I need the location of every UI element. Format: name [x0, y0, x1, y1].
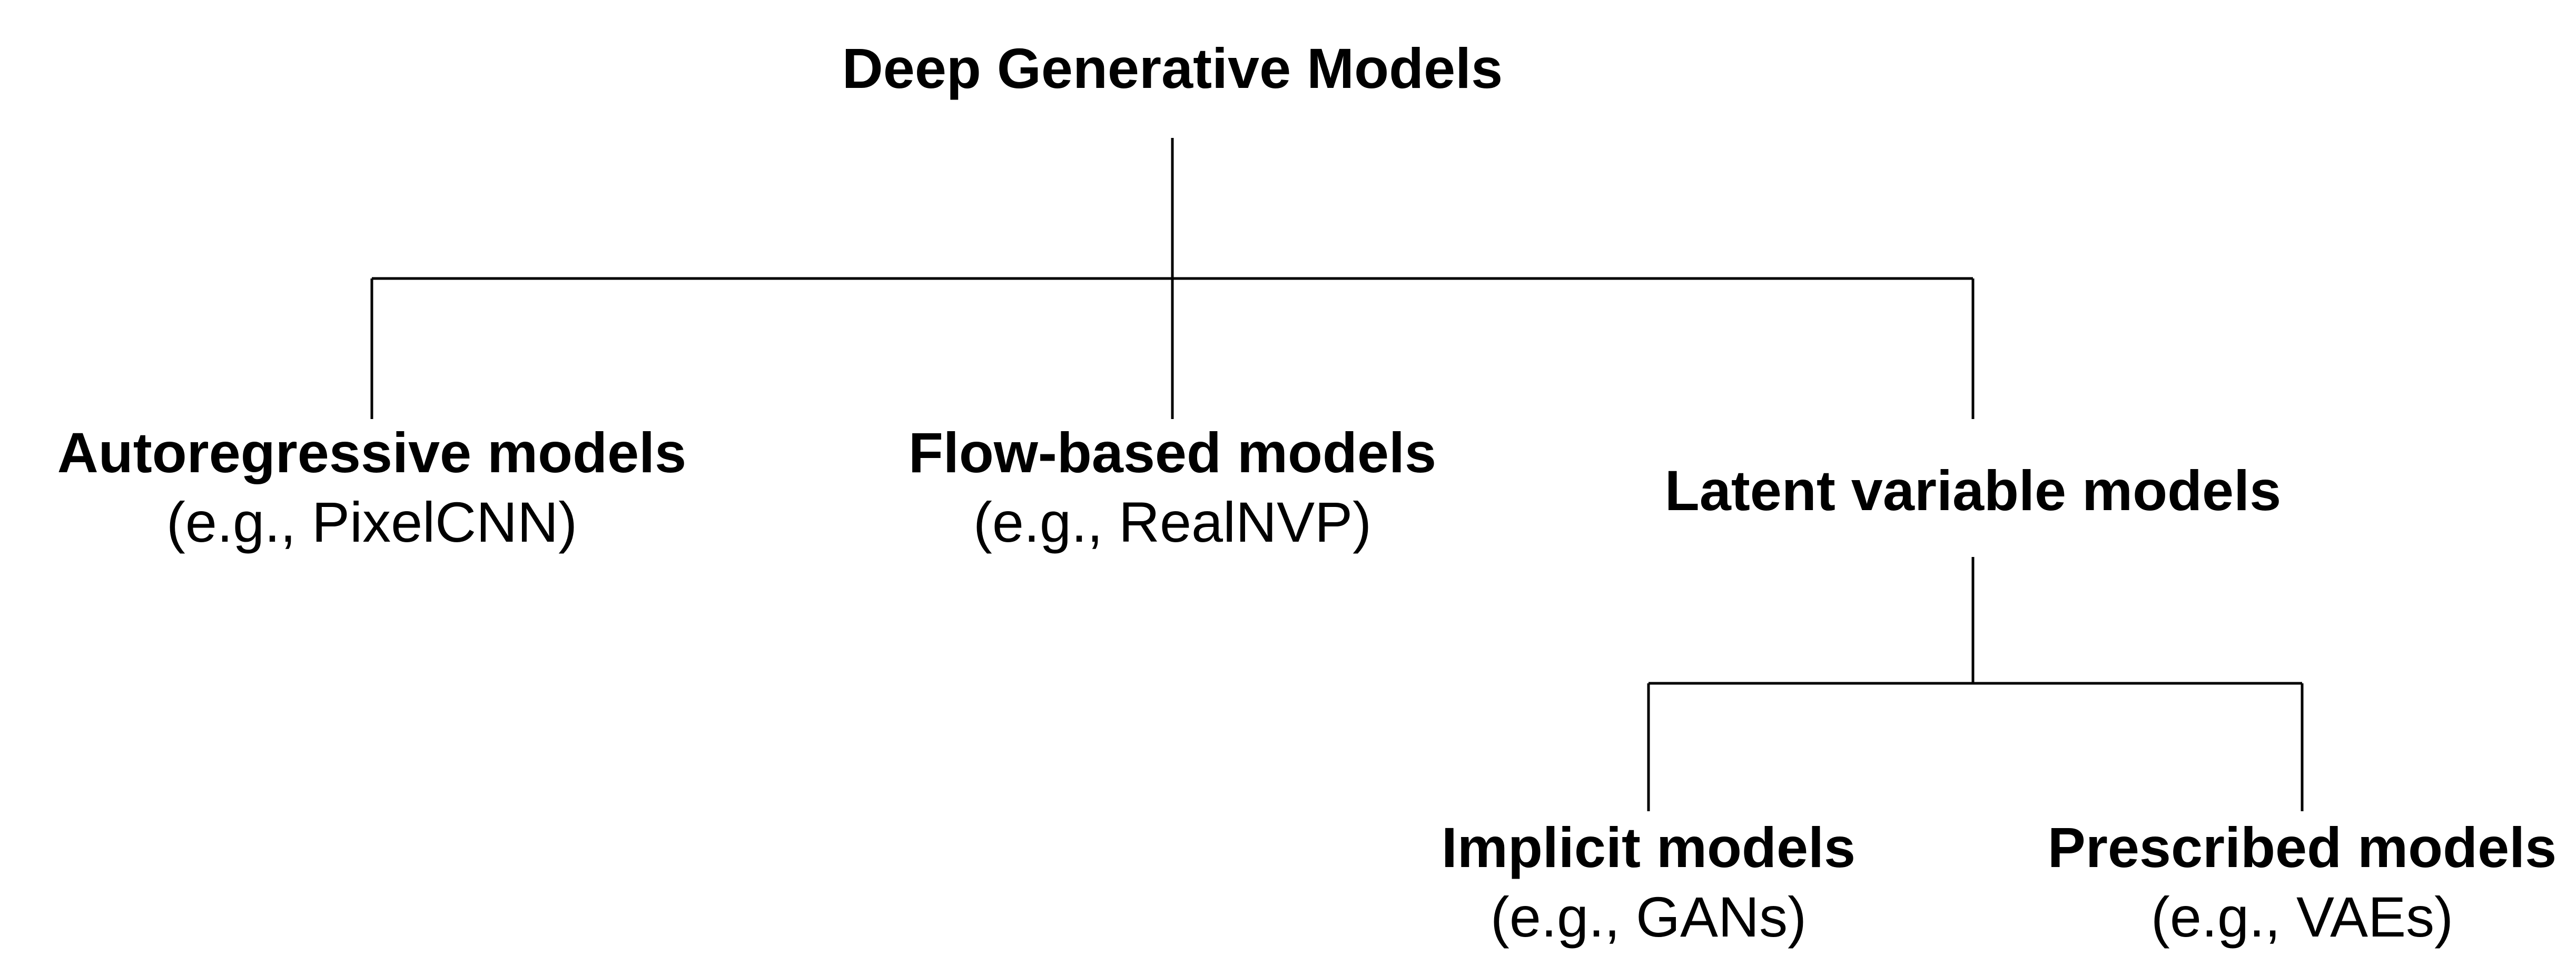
- node-example: (e.g., GANs): [1490, 884, 1807, 949]
- node-autoregressive-models: Autoregressive models (e.g., PixelCNN): [57, 418, 686, 557]
- node-example: (e.g., RealNVP): [973, 490, 1372, 554]
- node-title: Autoregressive models: [57, 421, 687, 484]
- node-flow-based-models: Flow-based models (e.g., RealNVP): [909, 418, 1436, 557]
- node-title: Flow-based models: [908, 421, 1437, 484]
- node-latent-variable-models: Latent variable models: [1665, 456, 2281, 525]
- node-example: (e.g., PixelCNN): [166, 490, 578, 554]
- node-deep-generative-models: Deep Generative Models: [842, 34, 1503, 103]
- node-example: (e.g., VAEs): [2150, 884, 2454, 949]
- node-title: Prescribed models: [2047, 815, 2557, 879]
- node-title: Deep Generative Models: [842, 36, 1503, 100]
- node-title: Latent variable models: [1664, 459, 2282, 522]
- node-title: Implicit models: [1441, 815, 1856, 879]
- node-prescribed-models: Prescribed models (e.g., VAEs): [2048, 813, 2557, 952]
- node-implicit-models: Implicit models (e.g., GANs): [1442, 813, 1855, 952]
